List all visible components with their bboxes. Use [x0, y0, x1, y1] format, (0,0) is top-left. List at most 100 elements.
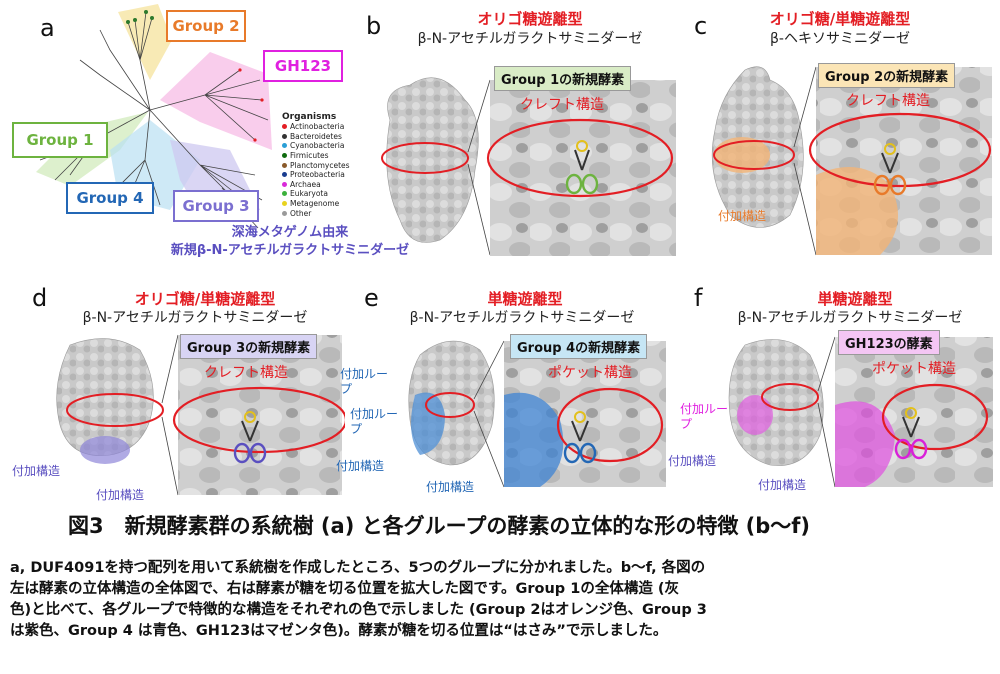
organism-name: Planctomycetes	[290, 160, 350, 170]
organism-color-dot	[282, 153, 287, 159]
caption-line-4: は紫色、Group 4 は青色、GH123はマゼンタ色)。酵素が糖を切る位置は“…	[10, 623, 668, 639]
organism-name: Archaea	[290, 179, 321, 189]
panel-d-enzyme: β-N-アセチルガラクトサミニダーゼ	[82, 310, 308, 326]
panel-b-structure	[381, 77, 676, 256]
gh123-label: GH123	[263, 50, 343, 82]
panel-e-structure	[408, 340, 666, 488]
panel-f-enzyme: β-N-アセチルガラクトサミニダーゼ	[737, 310, 963, 326]
panel-d-extra2-label: 付加構造	[96, 488, 145, 502]
panel-d-structure	[56, 334, 345, 496]
panel-e-extra1-label: 付加構造	[336, 459, 385, 473]
panel-c-zoom-extra	[816, 167, 898, 255]
organism-color-dot	[282, 210, 287, 216]
organism-name: Actinobacteria	[290, 122, 345, 132]
panel-letter-a: a	[40, 14, 55, 42]
panel-b-overview-surface	[386, 77, 479, 243]
organism-legend-item: Planctomycetes	[282, 160, 362, 170]
organism-name: Other	[290, 208, 312, 218]
organism-legend-item: Cyanobacteria	[282, 141, 362, 151]
panel-f-overview-extra	[737, 395, 773, 435]
panel-b-zoom-ellipse	[486, 118, 674, 198]
organism-legend-item: Eukaryota	[282, 189, 362, 199]
panel-d-type: オリゴ糖/単糖遊離型	[134, 290, 276, 308]
panel-e-type: 単糖遊離型	[487, 290, 563, 308]
panel-c-zoom-label: Group 2の新規酵素	[818, 63, 956, 88]
organism-color-dot	[282, 181, 287, 187]
panel-f-loop-label: 付加ループ	[680, 402, 729, 431]
panel-b-enzyme: β-N-アセチルガラクトサミニダーゼ	[417, 31, 643, 47]
organism-name: Cyanobacteria	[290, 141, 345, 151]
organism-name: Proteobacteria	[290, 170, 345, 180]
organism-legend-item: Firmicutes	[282, 151, 362, 161]
organism-color-dot	[282, 133, 287, 139]
panel-c-overview-ellipse	[713, 140, 795, 170]
deep-sea-note: 深海メタゲノム由来 新規β-N-アセチルガラクトサミニダーゼ	[160, 224, 420, 260]
figure-caption-title: 図3 新規酵素群の系統樹 (a) と各グループの酵素の立体的な形の特徴 (b〜f…	[68, 514, 811, 538]
figure-caption-body: a, DUF4091を持つ配列を用いて系統樹を作成したところ、5つのグループに分…	[10, 558, 995, 642]
panel-e-overview-extra	[411, 392, 445, 455]
panel-e-scissors-icon	[563, 411, 597, 464]
tree-leaf-dots-red	[238, 68, 264, 142]
panel-e-zoom-extra	[504, 392, 564, 487]
panel-e-extra2-label: 付加構造	[426, 480, 475, 494]
panel-f-zoom-ellipse	[881, 383, 989, 451]
panel-e-loop2-label: 付加ループ	[350, 407, 399, 436]
panel-d-extra1-label: 付加構造	[12, 464, 61, 478]
caption-line-3: 色)と比べて、各グループで特徴的な構造をそれぞれの色で示しました (Group …	[10, 602, 707, 618]
panel-letter-f: f	[694, 284, 703, 312]
organism-legend-item: Metagenome	[282, 199, 362, 209]
organism-color-dot	[282, 162, 287, 168]
caption-line-1: a, DUF4091を持つ配列を用いて系統樹を作成したところ、5つのグループに分…	[10, 560, 706, 576]
panel-c-zoom-ellipse	[808, 112, 992, 188]
group4-label: Group 4	[66, 182, 154, 214]
panel-f-zoom-label: GH123の酵素	[838, 330, 940, 355]
panel-e-zoom-ellipse	[556, 387, 664, 463]
panel-letter-e: e	[364, 284, 379, 312]
panel-e-zoom-label: Group 4の新規酵素	[510, 334, 648, 359]
group1-label: Group 1	[12, 122, 108, 158]
panel-f-type: 単糖遊離型	[817, 290, 893, 308]
panel-c-structure	[711, 66, 992, 256]
caption-line-2: 左は酵素の立体構造の全体図で、右は酵素が糖を切る位置を拡大した図です。Group…	[10, 581, 679, 597]
panel-d-structure-label: クレフト構造	[204, 365, 288, 381]
panel-d-overview-ellipse	[66, 393, 164, 427]
organism-legend-item: Bacteroidetes	[282, 132, 362, 142]
deep-sea-note-line1: 深海メタゲノム由来	[231, 225, 349, 240]
panel-c-extra-label: 付加構造	[718, 209, 767, 223]
panel-b-structure-label: クレフト構造	[520, 97, 604, 113]
group2-label: Group 2	[166, 10, 246, 42]
organism-color-dot	[282, 172, 287, 178]
organism-name: Eukaryota	[290, 189, 328, 199]
organism-legend-item: Actinobacteria	[282, 122, 362, 132]
panel-b-overview-ellipse	[381, 142, 469, 174]
panel-e-overview-ellipse	[425, 392, 475, 418]
panel-d-zoom-ellipse	[172, 386, 345, 454]
deep-sea-note-line2: 新規β-N-アセチルガラクトサミニダーゼ	[170, 243, 410, 258]
panel-letter-b: b	[366, 12, 382, 40]
organism-name: Bacteroidetes	[290, 131, 342, 141]
group3-label: Group 3	[173, 190, 259, 222]
panel-b-scissors-icon	[565, 140, 599, 195]
organism-legend-item: Other	[282, 208, 362, 218]
gh123-shading	[160, 52, 272, 150]
panel-f-structure	[728, 336, 993, 488]
panel-letter-d: d	[32, 284, 48, 312]
panel-d-zoom-surface	[178, 335, 342, 495]
organism-color-dot	[282, 201, 287, 207]
organism-color-dot	[282, 143, 287, 149]
panel-f-extra1-label: 付加構造	[668, 454, 717, 468]
panel-b-zoom-label: Group 1の新規酵素	[494, 66, 632, 91]
panel-letter-c: c	[694, 12, 708, 40]
panel-c-scissors-icon	[873, 143, 907, 196]
panel-d-zoom-label: Group 3の新規酵素	[180, 334, 318, 359]
tree-leaf-dots	[126, 10, 154, 24]
panel-c-structure-label: クレフト構造	[846, 93, 930, 109]
organism-name: Metagenome	[290, 199, 340, 209]
panel-d-scissors-icon	[233, 411, 267, 464]
organism-color-dot	[282, 191, 287, 197]
panel-d-overview-extra	[80, 436, 130, 464]
organisms-legend-title: Organisms	[282, 112, 337, 122]
panel-f-overview-ellipse	[761, 383, 819, 411]
panel-c-overview-extra	[714, 137, 770, 173]
